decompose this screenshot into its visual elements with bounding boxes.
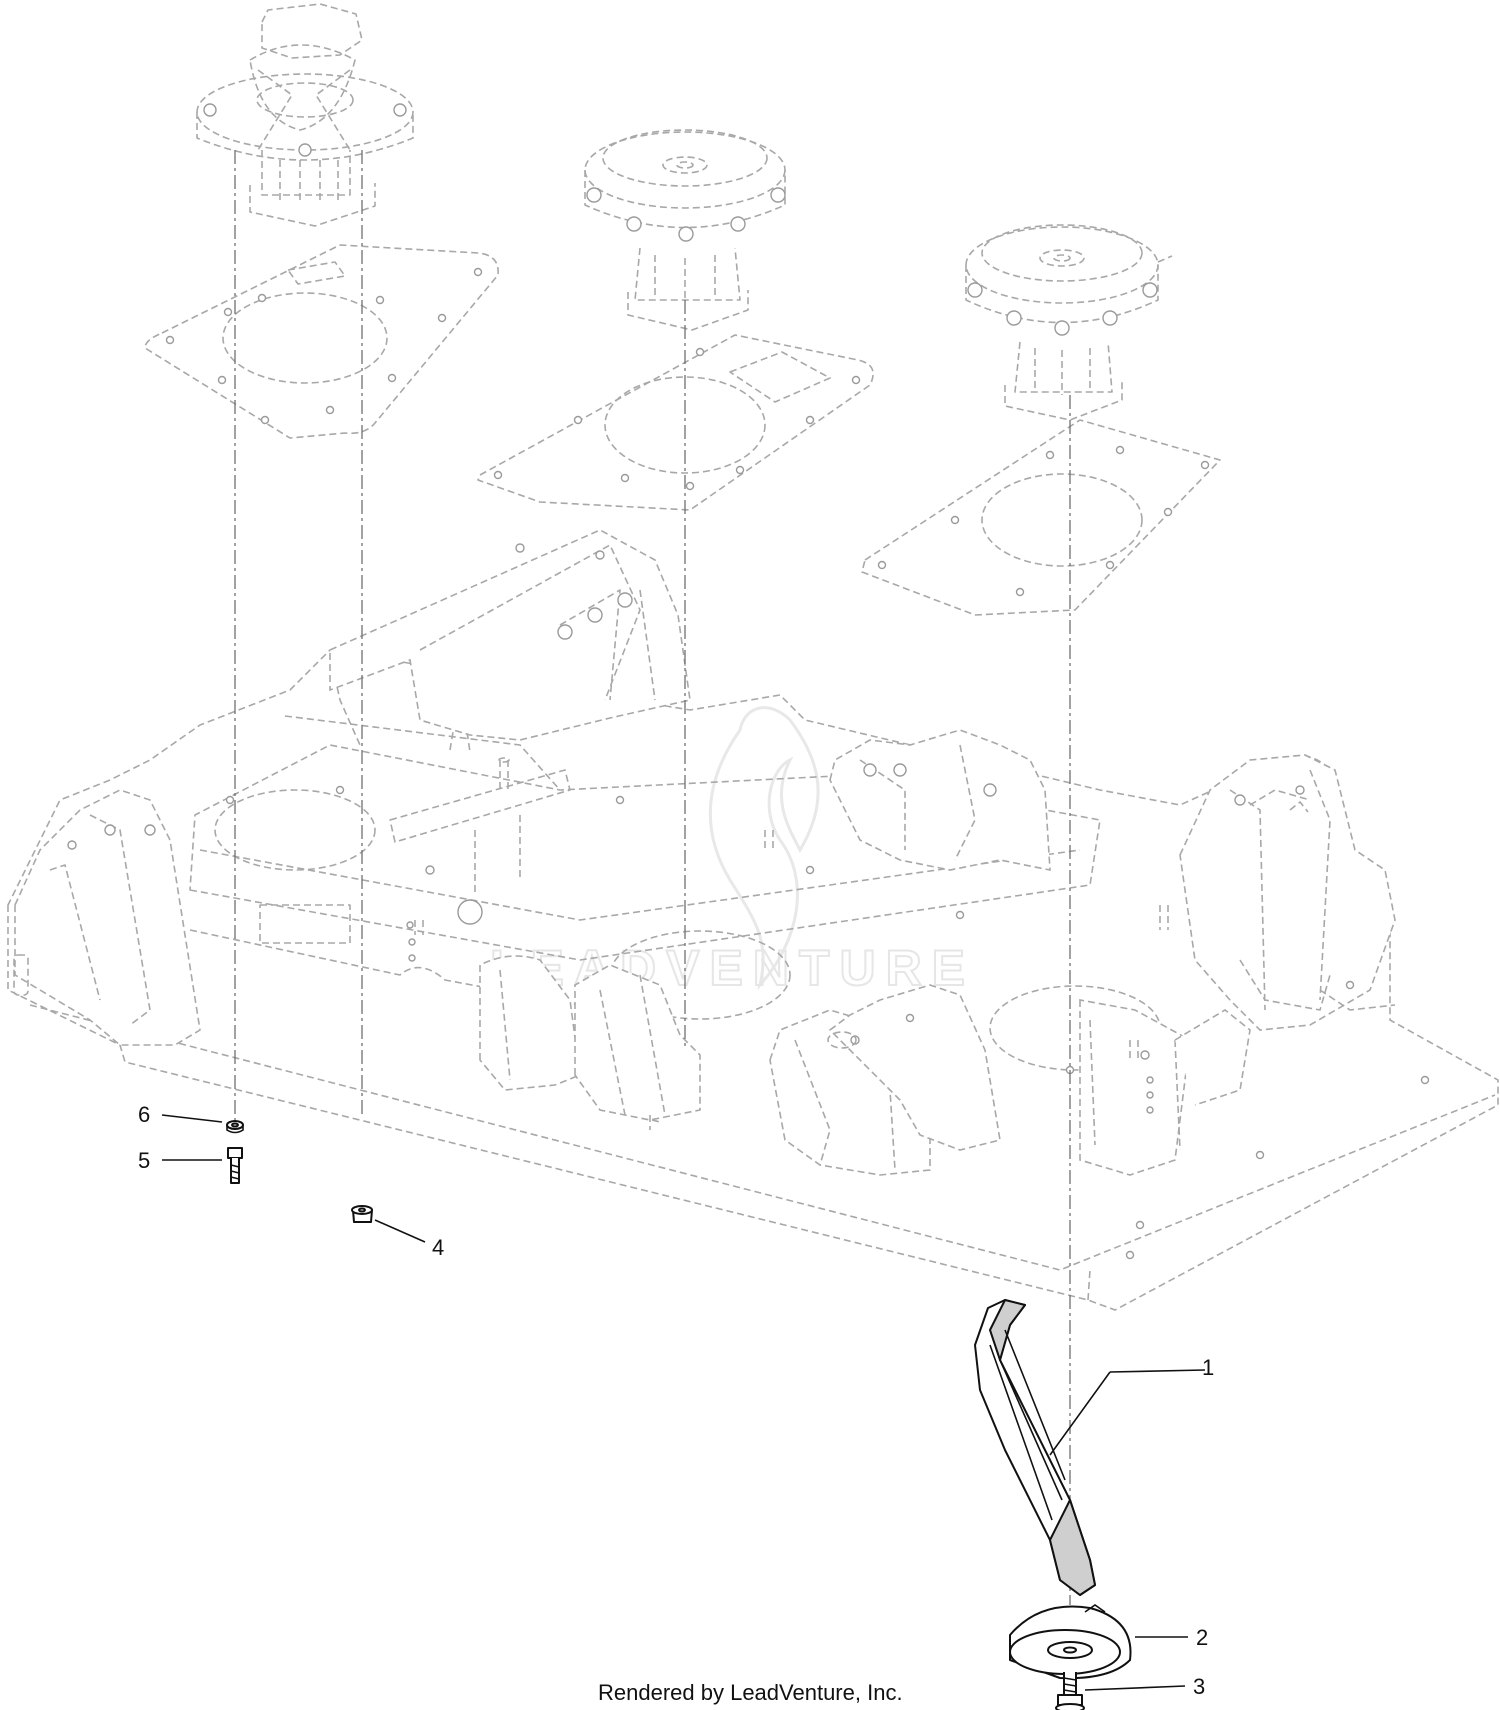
render-credit: Rendered by LeadVenture, Inc. — [598, 1680, 903, 1705]
left-spindle-assembly — [196, 3, 414, 227]
right-spindle-assembly — [965, 224, 1173, 421]
callout-4-label: 4 — [432, 1235, 444, 1260]
callout-2: 2 — [1135, 1625, 1208, 1650]
watermark: LEADVENTURE — [489, 706, 975, 997]
center-lines — [234, 150, 1071, 1605]
callout-1: 1 — [1049, 1355, 1214, 1456]
part-2-blade-washer — [1009, 1604, 1132, 1680]
part-6-washer — [226, 1120, 244, 1134]
callout-3-label: 3 — [1193, 1674, 1205, 1699]
callout-6-label: 6 — [138, 1102, 150, 1127]
mower-deck — [7, 529, 1499, 1311]
part-5-bolt — [227, 1147, 243, 1184]
part-3-blade-bolt — [1055, 1672, 1085, 1710]
callout-5: 5 — [138, 1148, 222, 1173]
callout-5-label: 5 — [138, 1148, 150, 1173]
callout-4: 4 — [374, 1219, 444, 1260]
callout-1-label: 1 — [1202, 1355, 1214, 1380]
center-gasket — [477, 334, 874, 511]
callout-2-label: 2 — [1196, 1625, 1208, 1650]
callout-6: 6 — [138, 1102, 223, 1127]
watermark-logo-icon — [708, 706, 820, 991]
right-gasket — [861, 419, 1221, 616]
part-1-blade — [974, 1299, 1096, 1596]
part-4-nut — [351, 1205, 373, 1223]
watermark-text: LEADVENTURE — [490, 940, 975, 996]
center-spindle-assembly — [584, 129, 786, 331]
callout-3: 3 — [1084, 1674, 1205, 1699]
left-gasket — [144, 244, 499, 439]
